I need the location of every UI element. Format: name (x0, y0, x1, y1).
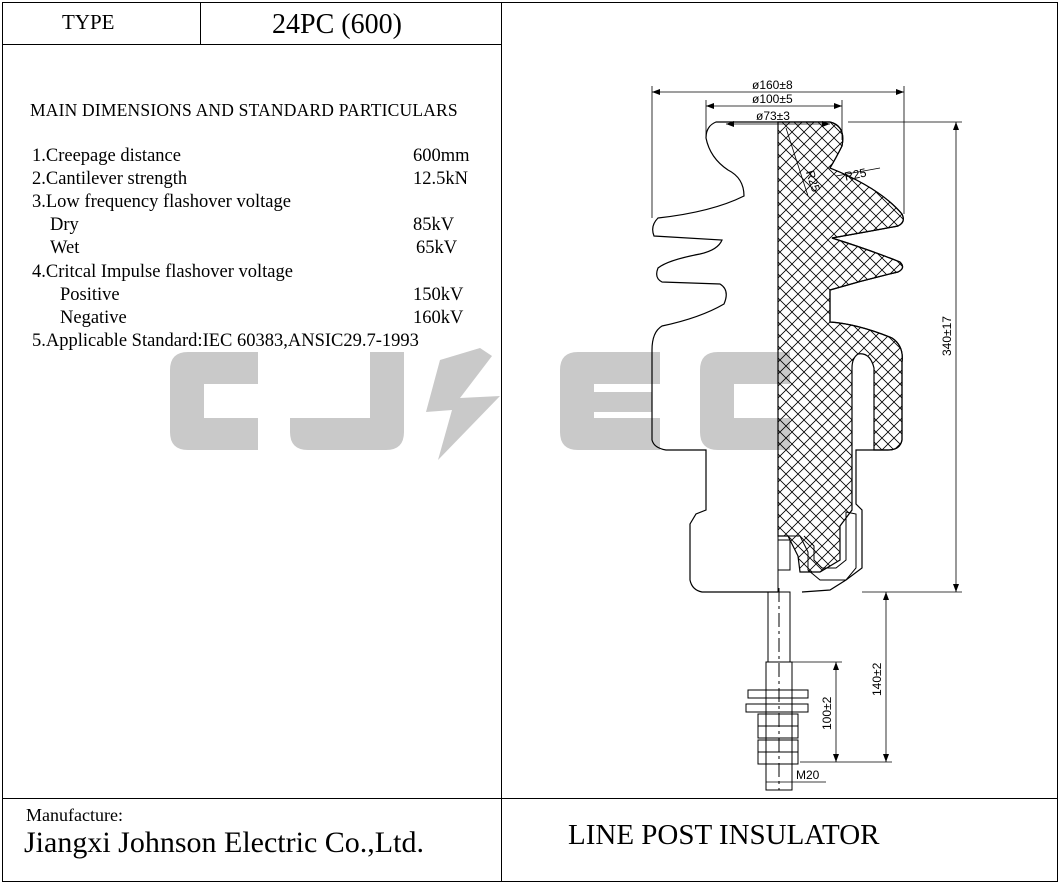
arrow-h100-bottom (833, 754, 839, 762)
dim-h100-line (792, 661, 842, 762)
spec-dry-label: Dry (50, 215, 79, 235)
vertical-divider (501, 2, 502, 798)
spec-wet-value: 65kV (416, 238, 458, 258)
spec-cantilever-value: 12.5kN (413, 169, 468, 189)
spec-lf-flashover-label: 3.Low frequency flashover voltage (32, 192, 291, 212)
watermark-letters (170, 348, 790, 460)
spec-positive-label: Positive (60, 285, 120, 305)
arrow-h140-bottom (883, 754, 889, 762)
cap-insert (777, 539, 791, 571)
spec-positive-value: 150kV (413, 285, 464, 305)
type-label: TYPE (62, 10, 115, 34)
spec-negative-label: Negative (60, 308, 127, 328)
arrow-d73-left (726, 121, 734, 127)
spec-dry-value: 85kV (413, 215, 455, 235)
spec-cantilever-label: 2.Cantilever strength (32, 169, 188, 189)
arrow-h100-top (833, 662, 839, 670)
spec-negative-value: 160kV (413, 308, 464, 328)
insulator-outline-left (651, 121, 778, 593)
header-divider (200, 2, 201, 45)
spec-creepage-label: 1.Creepage distance (32, 146, 181, 166)
arrow-h340-bottom (953, 584, 959, 592)
arrow-d160-left (652, 89, 660, 95)
dim-r25b-text: R25 (843, 165, 868, 183)
arrow-d73-right (822, 121, 830, 127)
dim-d100-text: ø100±5 (752, 92, 793, 106)
nut-chamfer (758, 725, 798, 753)
arrow-d160-right (896, 89, 904, 95)
product-name: LINE POST INSULATOR (568, 819, 880, 851)
specs-title: MAIN DIMENSIONS AND STANDARD PARTICULARS (30, 100, 458, 120)
dim-d160-text: ø160±8 (752, 78, 793, 92)
arrow-h140-top (883, 592, 889, 600)
dim-r25a-leader (785, 127, 809, 197)
dim-m20-line (765, 776, 826, 790)
dim-d73-text: ø73±3 (756, 109, 790, 123)
dim-d160-line (651, 86, 905, 218)
type-value: 24PC (600) (272, 9, 402, 40)
core-section (777, 121, 904, 573)
dim-h140-line (800, 592, 892, 763)
footer-top-line (2, 798, 1058, 799)
arrow-d100-left (706, 103, 714, 109)
spec-standard-label: 5.Applicable Standard:IEC 60383,ANSIC29.… (32, 331, 419, 351)
dim-r25b-leader (835, 167, 881, 177)
manufacture-label: Manufacture: (26, 805, 123, 825)
insulator-drawing: ø160±8 ø100±5 ø73±3 R25 R25 340±17 140±2… (651, 78, 962, 791)
header-bottom-line (2, 44, 502, 45)
cap-fitting (778, 511, 857, 581)
dim-h340-text: 340±17 (940, 316, 954, 356)
dim-h340-line (848, 121, 962, 593)
flat-washer (745, 703, 809, 713)
arrow-d100-right (834, 103, 842, 109)
spec-impulse-label: 4.Critcal Impulse flashover voltage (32, 262, 293, 282)
footer-divider (501, 798, 502, 882)
dim-h100-text: 100±2 (820, 696, 834, 730)
dim-r25a-text: R25 (803, 168, 823, 194)
manufacturer-name: Jiangxi Johnson Electric Co.,Ltd. (24, 826, 424, 859)
spec-creepage-value: 600mm (413, 146, 470, 166)
arrow-h340-top (953, 122, 959, 130)
watermark-logo (170, 348, 790, 460)
spec-wet-label: Wet (50, 238, 80, 258)
dim-m20-text: M20 (796, 768, 820, 782)
dim-h140-text: 140±2 (870, 662, 884, 696)
spring-washer (747, 689, 809, 699)
